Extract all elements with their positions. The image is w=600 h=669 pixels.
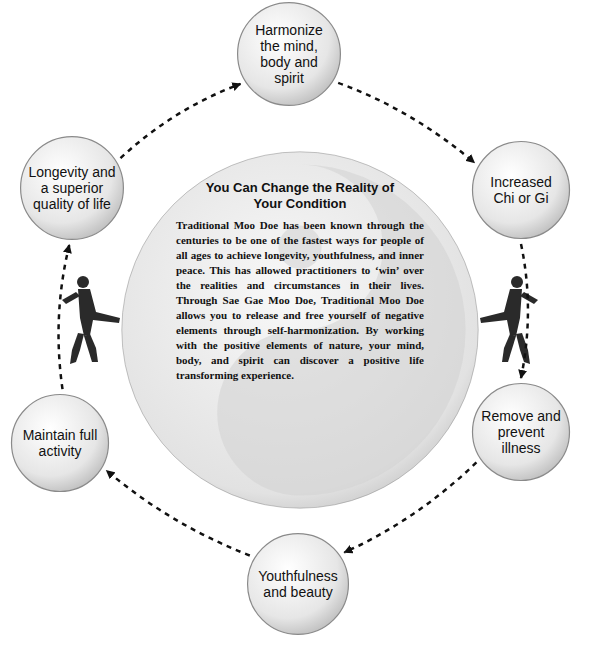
circle-fill — [12, 395, 109, 492]
dashed-arrow — [521, 244, 528, 378]
circle-label: Maintain full activity — [18, 427, 102, 459]
dashed-arrow — [59, 245, 70, 389]
circle-label-wrap: Remove and prevent illness — [471, 382, 571, 482]
yin-yang-dot — [278, 226, 321, 269]
benefit-circle: Increased Chi or Gi — [471, 140, 571, 240]
kicker-right — [480, 276, 538, 364]
circle-label-wrap: Youthfulness and beauty — [246, 532, 350, 636]
benefit-circle: Maintain full activity — [10, 393, 110, 493]
circle-fill — [21, 137, 124, 240]
circle-fill — [248, 534, 349, 635]
benefit-circle: Remove and prevent illness — [471, 382, 571, 482]
kicker-left — [62, 276, 120, 364]
circle-label-wrap: Longevity and a superior quality of life — [19, 135, 125, 241]
circle-label-wrap: Harmonize the mind, body and spirit — [236, 1, 342, 107]
circle-fill — [473, 142, 570, 239]
benefit-circle: Longevity and a superior quality of life — [19, 135, 125, 241]
circle-label-wrap: Maintain full activity — [10, 393, 110, 493]
circle-fill — [122, 152, 478, 508]
benefit-circle: Youthfulness and beauty — [246, 532, 350, 636]
circle-label-wrap: Increased Chi or Gi — [471, 140, 571, 240]
circle-label: Longevity and a superior quality of life — [27, 164, 116, 212]
center-body: Traditional Moo Doe has been known throu… — [176, 218, 424, 383]
circle-label: Increased Chi or Gi — [479, 174, 563, 206]
circle-label: Remove and prevent illness — [479, 408, 563, 456]
circle-fill — [473, 384, 570, 481]
circle-label: Youthfulness and beauty — [254, 568, 341, 600]
benefit-circle: Harmonize the mind, body and spirit — [236, 1, 342, 107]
dashed-arrow — [121, 84, 241, 158]
circle-fill — [238, 3, 341, 106]
center-title: You Can Change the Reality of Your Condi… — [205, 180, 395, 212]
center-circle: You Can Change the Reality of Your Condi… — [120, 150, 480, 510]
circle-label: Harmonize the mind, body and spirit — [244, 22, 333, 86]
dashed-arrow — [338, 83, 474, 163]
